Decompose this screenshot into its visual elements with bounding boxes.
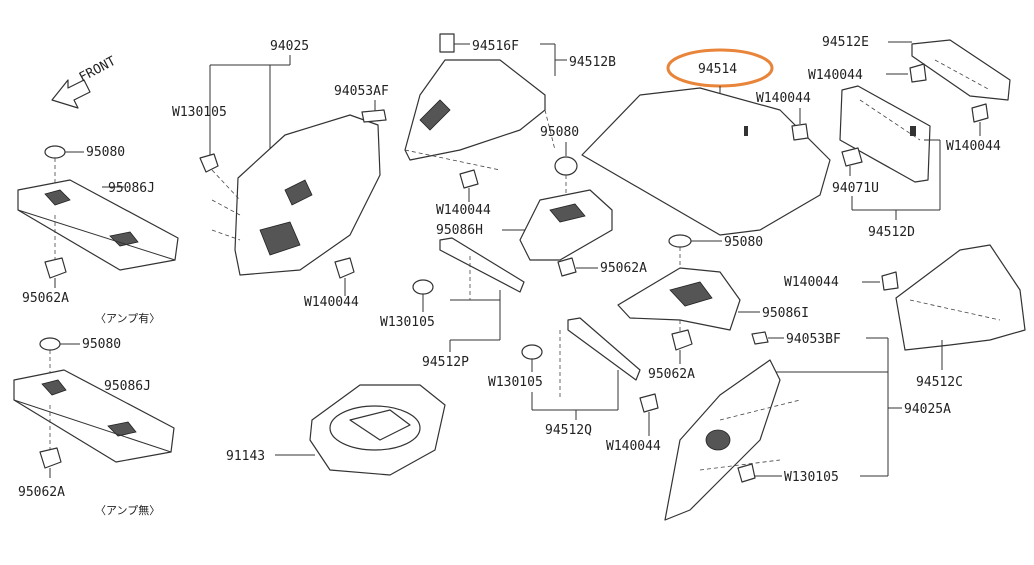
label-94514: 94514 [698,62,737,77]
label-94512D: 94512D [868,225,915,240]
group-95086I: 95080 95086I 95062A [617,234,809,382]
label-w140044-f: W140044 [756,91,811,106]
label-95080-a: 95080 [86,145,125,160]
front-label: FRONT [77,54,119,86]
label-94053BF: 94053BF [786,332,841,347]
label-95062A-a: 95062A [22,291,69,306]
label-94516F: 94516F [472,39,519,54]
group-91143: 91143 [226,384,446,476]
label-w140044-e: W140044 [946,139,1001,154]
group-94514: 94514 [581,48,831,236]
label-w140044-g: W140044 [784,275,839,290]
group-94025: 94025 W130105 94053AF W140044 [172,39,389,310]
label-94512Q: 94512Q [545,423,592,438]
label-95086I: 95086I [762,306,809,321]
group-94025A: 94053BF 94025A W140044 W130105 [606,331,951,521]
label-w130105-b: W130105 [380,315,435,330]
group-amp-yes: 95080 95086J 95062A 〈アンプ有〉 [17,145,179,325]
group-94512P: W130105 94512P [380,237,525,370]
label-w140044-b: W140044 [436,203,491,218]
label-95086J-a: 95086J [108,181,155,196]
label-94512P: 94512P [422,355,469,370]
label-94053AF: 94053AF [334,84,389,99]
label-94025: 94025 [270,39,309,54]
label-95062A-d: 95062A [648,367,695,382]
label-95086J-b: 95086J [104,379,151,394]
group-94512B: 94516F 94512B [404,33,616,171]
group-95086H: 95080 95086H 95062A W140044 [436,125,647,277]
label-95080-b: 95080 [82,337,121,352]
label-w130105-c: W130105 [488,375,543,390]
label-91143: 91143 [226,449,265,464]
label-95080-d: 95080 [724,235,763,250]
label-94512B: 94512B [569,55,616,70]
note-amp-yes: 〈アンプ有〉 [95,311,160,325]
front-arrow: FRONT [51,54,119,109]
group-94512E: 94512E W140044 W140044 [808,35,1011,154]
label-w130105-d: W130105 [784,470,839,485]
label-94512E: 94512E [822,35,869,50]
label-w140044-d: W140044 [808,68,863,83]
label-95086H: 95086H [436,223,483,238]
label-94512C: 94512C [916,375,963,390]
label-w140044-c: W140044 [606,439,661,454]
group-94512D: W140044 94071U 94512D [756,85,941,240]
label-94071U: 94071U [832,181,879,196]
group-94512Q: W130105 94512Q [488,317,641,438]
group-94512C: W140044 94512C [784,244,1026,390]
label-95080-c: 95080 [540,125,579,140]
label-94025A: 94025A [904,402,951,417]
group-amp-no: 95080 95086J 95062A 〈アンプ無〉 [13,337,175,517]
label-95062A-b: 95062A [18,485,65,500]
label-w140044-a: W140044 [304,295,359,310]
label-w130105-a: W130105 [172,105,227,120]
label-95062A-c: 95062A [600,261,647,276]
note-amp-no: 〈アンプ無〉 [95,503,160,517]
